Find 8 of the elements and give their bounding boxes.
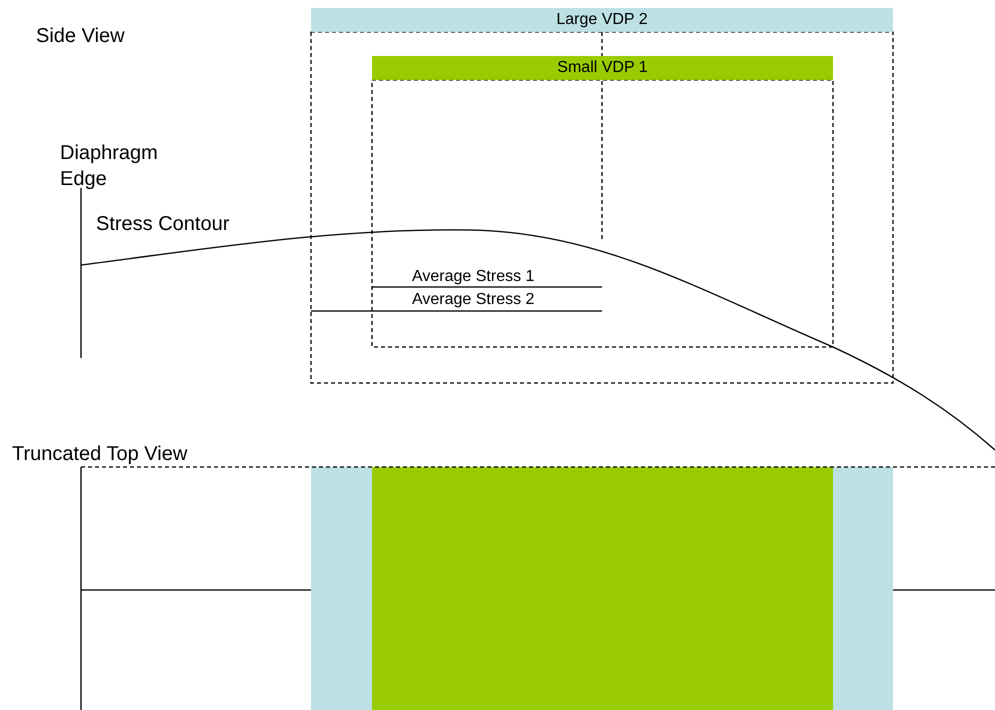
line-label: Average Stress 1 — [412, 268, 534, 286]
part-label: Diaphragm Edge — [60, 141, 159, 192]
view-title: Truncated Top View — [12, 443, 188, 466]
label-bar: Small VDP 1 — [372, 56, 833, 80]
label-bar: Large VDP 2 — [311, 8, 893, 32]
line-label: Average Stress 2 — [412, 291, 534, 309]
curve-label: Stress Contour — [96, 213, 230, 236]
view-title: Side View — [36, 25, 125, 48]
